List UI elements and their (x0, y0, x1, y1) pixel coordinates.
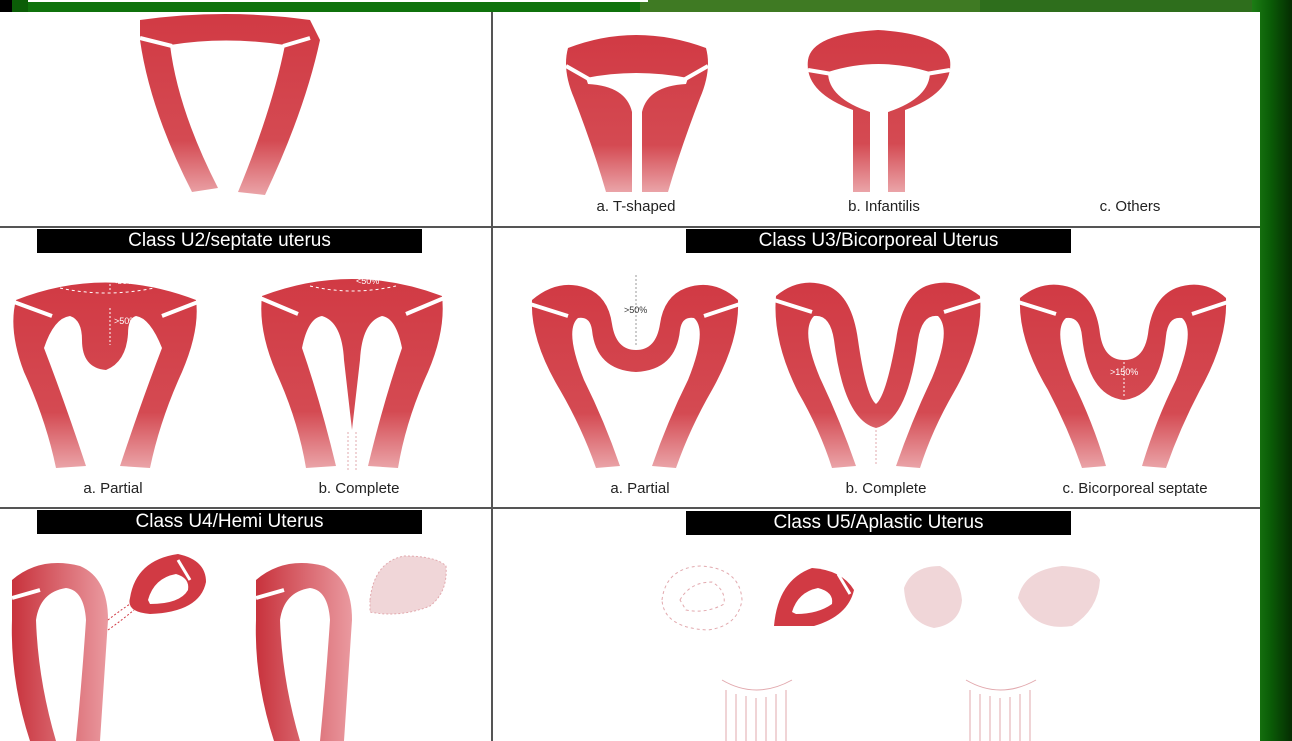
annotation-more-150: >150% (1110, 367, 1138, 377)
annotation-less-50-complete: <50% (356, 276, 379, 286)
diagram-u3a-partial: >50% (530, 275, 740, 468)
diagram-u1a-t-shaped (566, 35, 708, 192)
diagram-u3c-bicorporeal-septate: >150% (1018, 285, 1228, 468)
diagram-u2a-partial: <50% >50% (13, 272, 198, 468)
diagram-u4b-without-cavity (256, 556, 446, 741)
annotation-less-50: <50% (112, 276, 135, 286)
diagram-u0-normal (140, 14, 320, 195)
diagram-u4a-with-cavity (12, 554, 206, 741)
annotation-u3-more-50: >50% (624, 305, 647, 315)
annotation-more-50: >50% (114, 316, 137, 326)
diagram-u5-aplastic (662, 566, 1100, 741)
diagram-u3b-complete (774, 283, 982, 468)
diagram-u1b-infantilis (808, 30, 951, 192)
diagram-u2b-complete: <50% (260, 276, 444, 470)
